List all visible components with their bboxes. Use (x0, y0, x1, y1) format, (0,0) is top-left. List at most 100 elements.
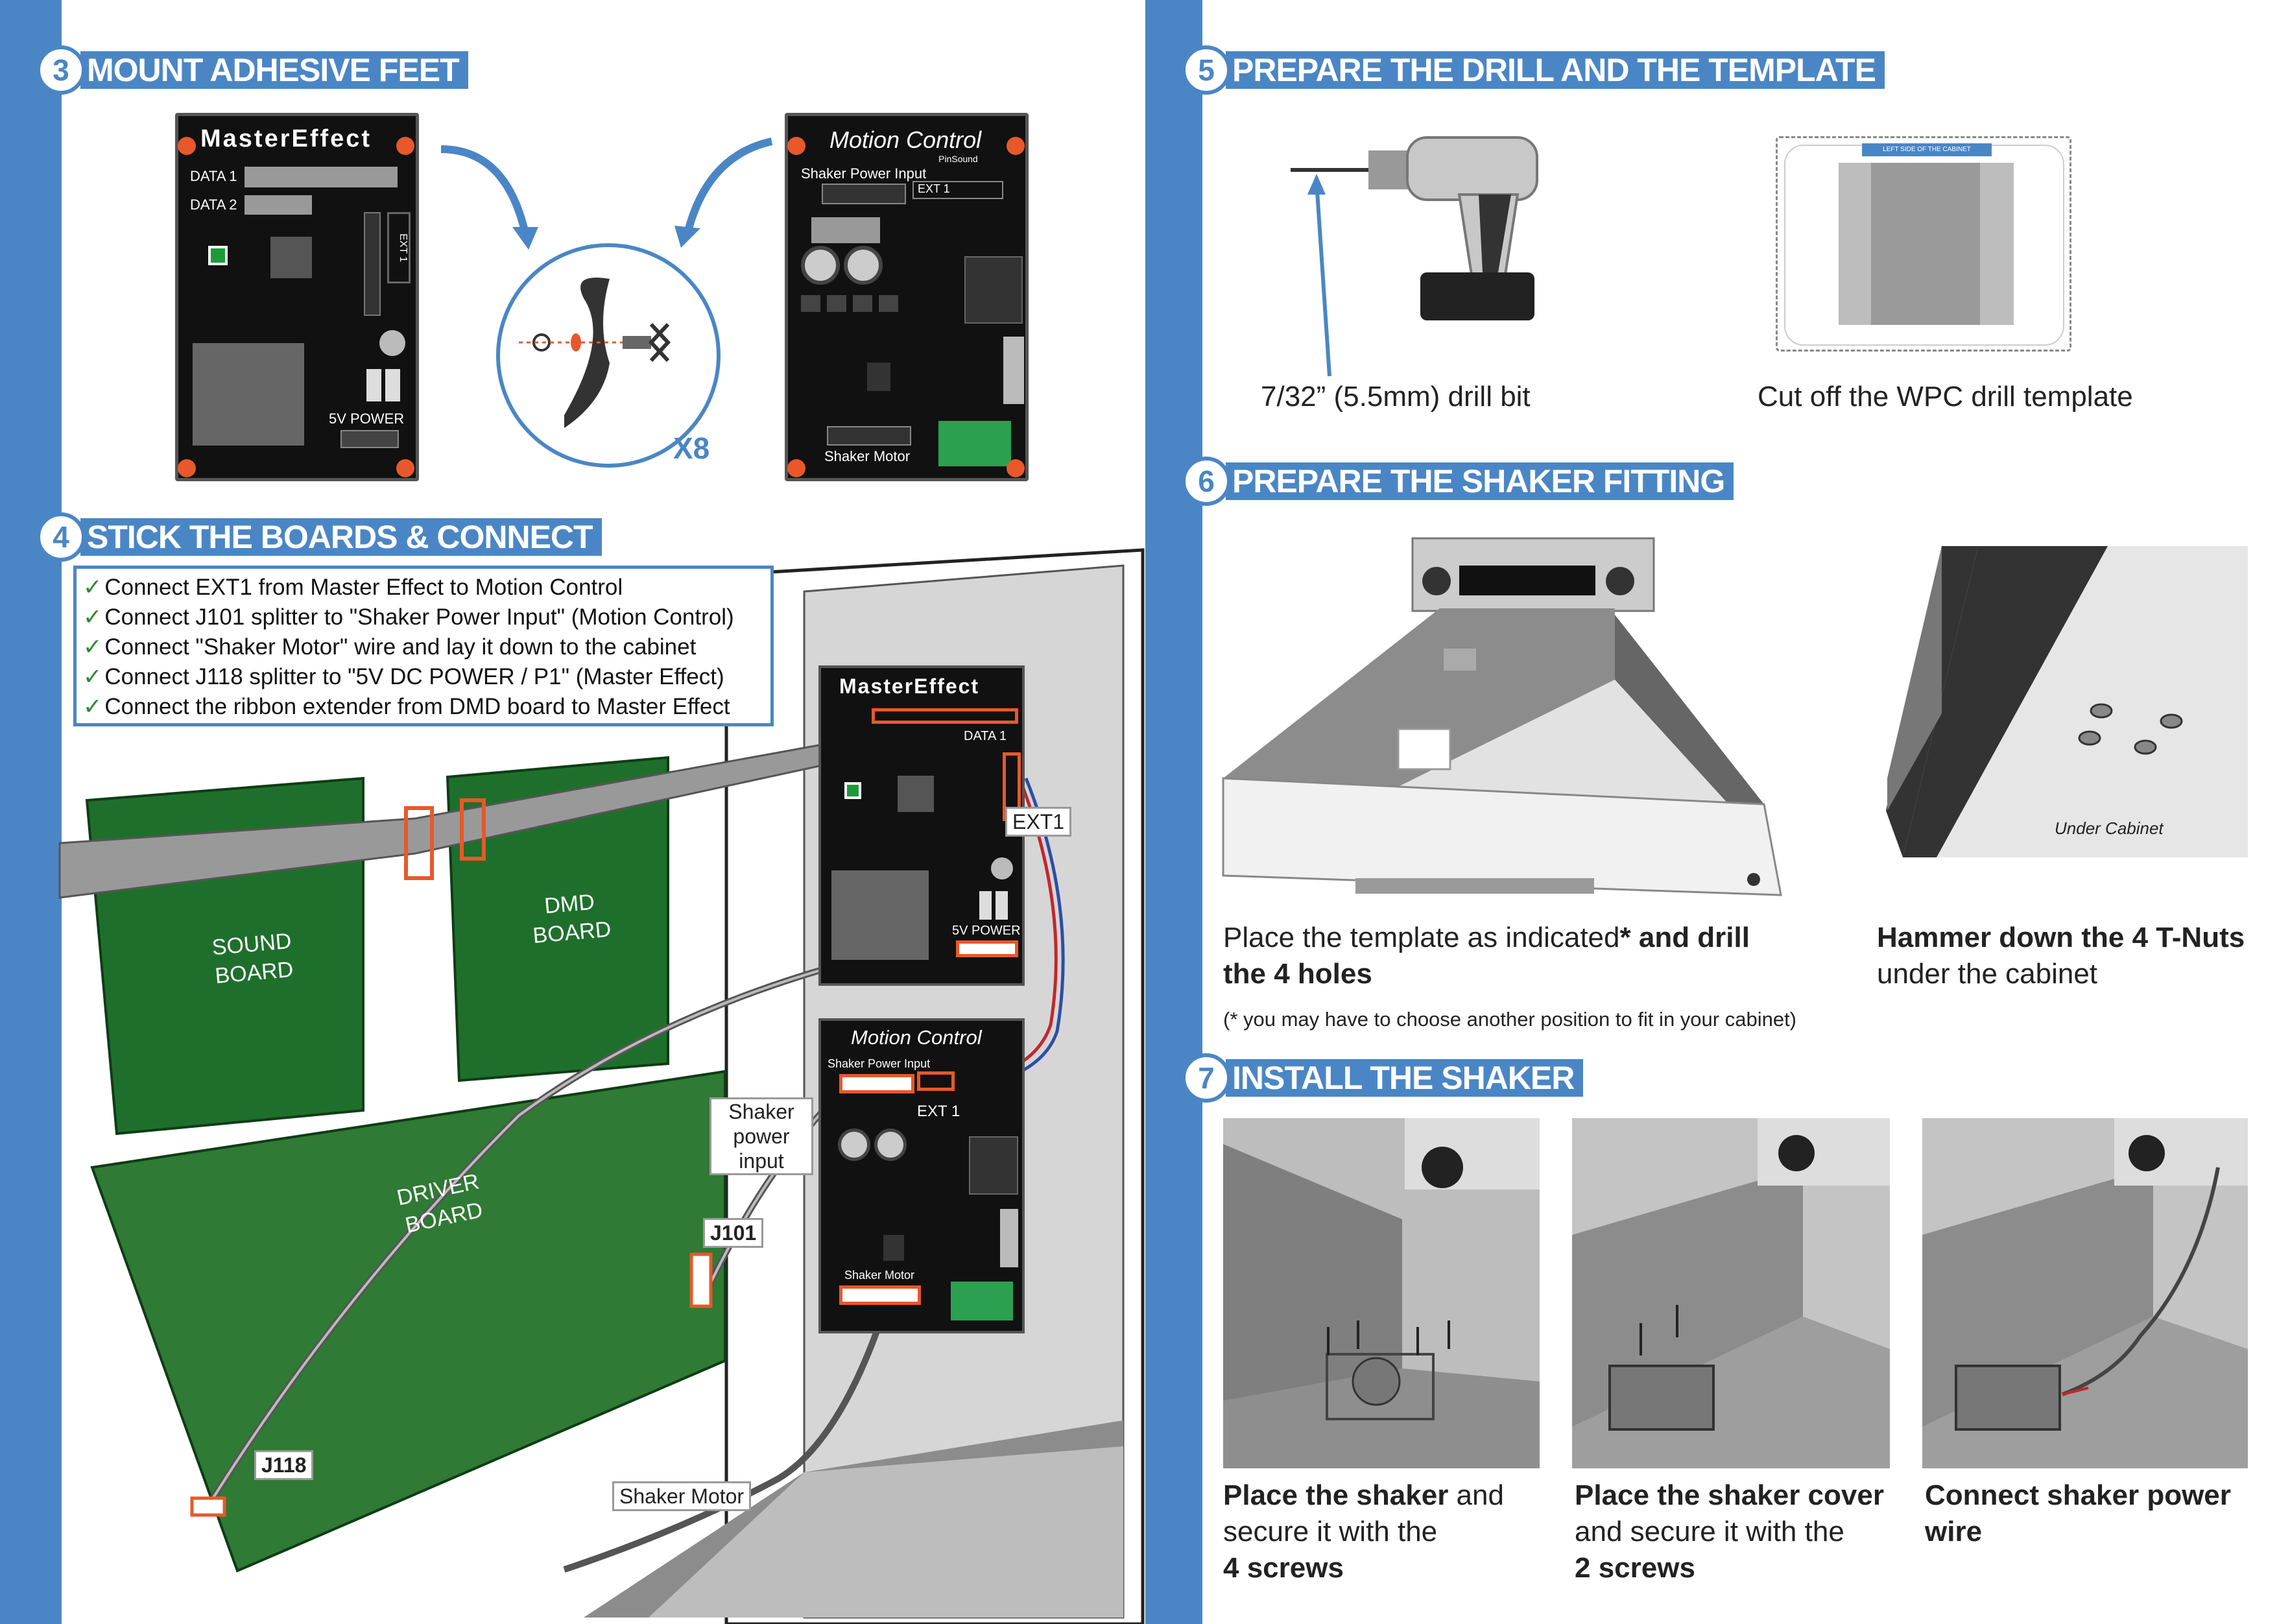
template-strip (1871, 163, 1980, 325)
shaker-power-input-label: Shaker Power Input (801, 165, 927, 182)
drill-caption: 7/32” (5.5mm) drill bit (1261, 381, 1531, 412)
section-7-number: 7 (1182, 1053, 1231, 1103)
relay (811, 217, 880, 243)
template-on-floor (1397, 728, 1451, 770)
ext1-label: EXT 1 (912, 181, 1003, 199)
main-chip-small (831, 870, 929, 960)
checklist-item: ✓Connect the ribbon extender from DMD bo… (83, 694, 730, 719)
mounting-hole (178, 459, 196, 477)
detail-circle (496, 243, 721, 468)
drill-pointer-head (1307, 174, 1326, 195)
power-label-small: 5V POWER (952, 924, 1021, 938)
section-6-header: 6 PREPARE THE SHAKER FITTING (1182, 457, 1734, 506)
section-4-number: 4 (36, 512, 86, 562)
mounting-hole (396, 137, 414, 155)
capacitor-mc-2 (874, 1128, 907, 1161)
mc-ext1-label: EXT 1 (917, 1103, 960, 1120)
arrow-left (440, 145, 529, 235)
data1-highlight (872, 708, 1018, 724)
big-chip (964, 256, 1023, 324)
install-caption-1: Place the shaker and secure it with the … (1223, 1479, 1504, 1584)
t-nut-2 (2160, 713, 2183, 729)
motion-control-logo-small: Motion Control (851, 1026, 982, 1049)
master-effect-board-mounted: MasterEffect DATA 1 5V POWER (818, 665, 1025, 986)
cabinet-right-wall (1615, 615, 1764, 843)
section-4-title: STICK THE BOARDS & CONNECT (80, 518, 602, 556)
t-nut-3 (2078, 730, 2101, 746)
panel-3-power-wire (2061, 1167, 2220, 1396)
green-terminal-block (938, 421, 1011, 466)
hole-mark (571, 333, 581, 352)
data2-label: DATA 2 (190, 197, 237, 213)
mounting-hole (178, 137, 196, 155)
chip (270, 237, 312, 278)
shaker-power-input-tag: Shaker power input (710, 1097, 813, 1175)
ribbon-connector-1 (404, 806, 434, 880)
small-parts (801, 295, 898, 312)
shaker-motor-label: Shaker Motor (824, 448, 911, 464)
panel-1-shaker-motor (1352, 1357, 1401, 1406)
wire-shaker-motor (563, 1296, 892, 1573)
mounting-hole (1007, 459, 1025, 477)
capacitor (379, 330, 405, 356)
shaker-motor-label-small: Shaker Motor (844, 1269, 915, 1282)
t-nut-4 (2134, 739, 2157, 755)
under-cabinet-label: Under Cabinet (2055, 818, 2164, 838)
section-7-header: 7 INSTALL THE SHAKER (1182, 1053, 1584, 1103)
big-chip-mc (969, 1136, 1018, 1195)
fuses-small (979, 891, 1008, 920)
drill-chuck (1368, 150, 1411, 189)
j101-connector (689, 1252, 713, 1308)
drill-pointer (1315, 181, 1331, 377)
mounting-hole (787, 459, 805, 477)
arrow-right (684, 137, 773, 235)
panel-3-shaker-cover (1955, 1365, 2061, 1431)
speaker-grille (1459, 566, 1595, 595)
arrow-right-head (674, 226, 700, 248)
arrow-left-head (512, 227, 538, 250)
section-6-number: 6 (1182, 457, 1231, 506)
j101-tag: J101 (703, 1218, 764, 1248)
master-effect-board-illustration: MasterEffect DATA 1 DATA 2 EXT 1 5V POWE… (175, 113, 419, 481)
panel-3-wall (1922, 1167, 2153, 1427)
section-3-title: MOUNT ADHESIVE FEET (80, 51, 468, 89)
motor-connector (827, 426, 911, 446)
panel-1-speaker-box (1405, 1118, 1540, 1189)
panel-2-speaker (1778, 1135, 1815, 1171)
section-5-title: PREPARE THE DRILL AND THE TEMPLATE (1226, 51, 1885, 89)
motion-control-board-mounted: Motion Control Shaker Power Input EXT 1 … (818, 1018, 1025, 1333)
ribbon-connector-2 (460, 798, 486, 861)
panel-3-speaker (2129, 1135, 2165, 1171)
section-3-number: 3 (36, 45, 86, 95)
power-label: 5V POWER (329, 411, 405, 427)
check-icon: ✓ (83, 634, 102, 660)
check-icon: ✓ (83, 575, 102, 600)
template-note: (* you may have to choose another positi… (1223, 1008, 1796, 1031)
shaker-power-input-label-small: Shaker Power Input (828, 1057, 931, 1070)
master-effect-logo: MasterEffect (200, 125, 372, 152)
cabinet-left-wall (1223, 608, 1615, 837)
section-3-header: 3 MOUNT ADHESIVE FEET (36, 45, 468, 95)
fuses (366, 369, 400, 401)
master-effect-logo-small: MasterEffect (839, 675, 980, 698)
cabinet-front-face (1222, 777, 1782, 896)
green-terminal-mc (951, 1282, 1013, 1320)
backbox-floor-light (649, 1446, 1123, 1618)
shaker-motor-highlight (839, 1285, 921, 1305)
install-caption-2: Place the shaker cover and secure it wit… (1575, 1479, 1884, 1584)
section-4-header: 4 STICK THE BOARDS & CONNECT (36, 512, 602, 562)
t-nut-hardware (1747, 873, 1760, 886)
panel-3-wire-red (2062, 1387, 2089, 1396)
power-highlight (956, 940, 1018, 957)
check-icon: ✓ (83, 664, 102, 689)
template-caption: Cut off the WPC drill template (1758, 381, 2133, 412)
j118-tag: J118 (254, 1450, 314, 1480)
capacitor-1 (801, 246, 840, 285)
j118-connector (190, 1496, 226, 1517)
capacitor-small (991, 857, 1013, 879)
center-divider-stripe (1145, 0, 1202, 1624)
